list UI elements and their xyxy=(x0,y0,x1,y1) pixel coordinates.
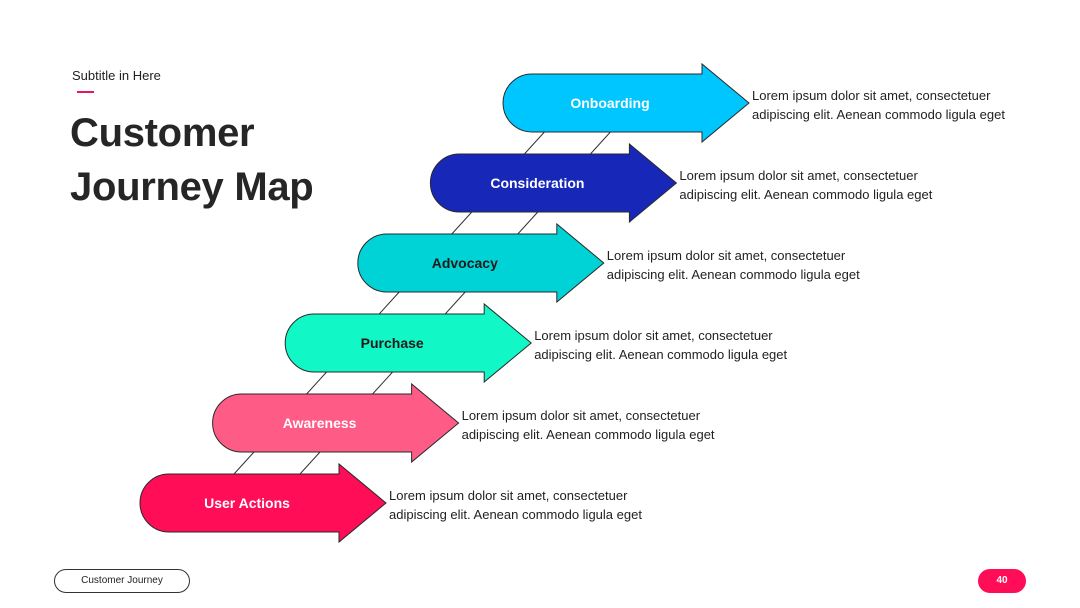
description-line-1: Lorem ipsum dolor sit amet, consectetuer xyxy=(534,328,773,343)
slide-title-line-2: Journey Map xyxy=(70,165,314,209)
journey-step-arrow: Purchase xyxy=(284,302,532,384)
journey-step-description: Lorem ipsum dolor sit amet, consectetuer… xyxy=(389,486,679,524)
journey-step-shape xyxy=(284,302,532,384)
step-connector-line xyxy=(524,131,545,155)
journey-step-label: Consideration xyxy=(490,175,584,191)
footer-section-label: Customer Journey xyxy=(54,569,190,593)
journey-step-label: Onboarding xyxy=(570,95,649,111)
description-line-1: Lorem ipsum dolor sit amet, consectetuer xyxy=(461,408,701,423)
slide-title: Customer Journey Map xyxy=(70,106,390,214)
journey-step-arrow: User Actions xyxy=(139,462,387,544)
journey-step-label: Purchase xyxy=(361,335,424,351)
step-connector-line xyxy=(590,131,611,155)
step-connector-line xyxy=(444,291,466,315)
slide-subtitle: Subtitle in Here xyxy=(72,68,161,83)
page-number-badge: 40 xyxy=(978,569,1026,593)
journey-step-shape xyxy=(139,462,387,544)
journey-step-arrow: Awareness xyxy=(212,382,460,464)
description-line-1: Lorem ipsum dolor sit amet, consectetuer xyxy=(389,488,628,503)
description-line-2: adipiscing elit. Aenean commodo ligula e… xyxy=(461,427,715,442)
journey-step-shape xyxy=(502,62,750,144)
description-line-2: adipiscing elit. Aenean commodo ligula e… xyxy=(389,507,642,522)
journey-step-arrow: Onboarding xyxy=(502,62,750,144)
journey-step-label: Advocacy xyxy=(432,255,498,271)
step-connector-line xyxy=(233,451,255,475)
step-connector-line xyxy=(378,291,400,315)
journey-step-shape xyxy=(429,142,678,224)
journey-step-arrow: Advocacy xyxy=(357,222,605,304)
journey-step-label: User Actions xyxy=(204,495,290,511)
journey-step-description: Lorem ipsum dolor sit amet, consectetuer… xyxy=(679,166,969,204)
journey-step-shape xyxy=(357,222,605,304)
description-line-1: Lorem ipsum dolor sit amet, consectetuer xyxy=(679,168,918,183)
journey-step-description: Lorem ipsum dolor sit amet, consectetuer… xyxy=(607,246,897,284)
journey-step-description: Lorem ipsum dolor sit amet, consectetuer… xyxy=(534,326,824,364)
description-line-2: adipiscing elit. Aenean commodo ligula e… xyxy=(606,267,860,282)
subtitle-accent-rule xyxy=(77,91,94,93)
step-connector-line xyxy=(372,371,393,395)
description-line-2: adipiscing elit. Aenean commodo ligula e… xyxy=(534,347,788,362)
description-line-2: adipiscing elit. Aenean commodo ligula e… xyxy=(752,107,1005,122)
journey-step-label: Awareness xyxy=(283,415,357,431)
journey-step-shape xyxy=(212,382,460,464)
description-line-1: Lorem ipsum dolor sit amet, consectetuer xyxy=(752,88,991,103)
step-connector-line xyxy=(306,371,327,395)
journey-step-description: Lorem ipsum dolor sit amet, consectetuer… xyxy=(752,86,1042,124)
step-connector-line xyxy=(517,211,539,235)
step-connector-line xyxy=(451,211,473,235)
step-connector-line xyxy=(299,451,321,475)
description-line-2: adipiscing elit. Aenean commodo ligula e… xyxy=(679,187,933,202)
slide-title-line-1: Customer xyxy=(70,111,255,155)
journey-step-arrow: Consideration xyxy=(429,142,678,224)
description-line-1: Lorem ipsum dolor sit amet, consectetuer xyxy=(606,248,846,263)
journey-step-description: Lorem ipsum dolor sit amet, consectetuer… xyxy=(462,406,752,444)
